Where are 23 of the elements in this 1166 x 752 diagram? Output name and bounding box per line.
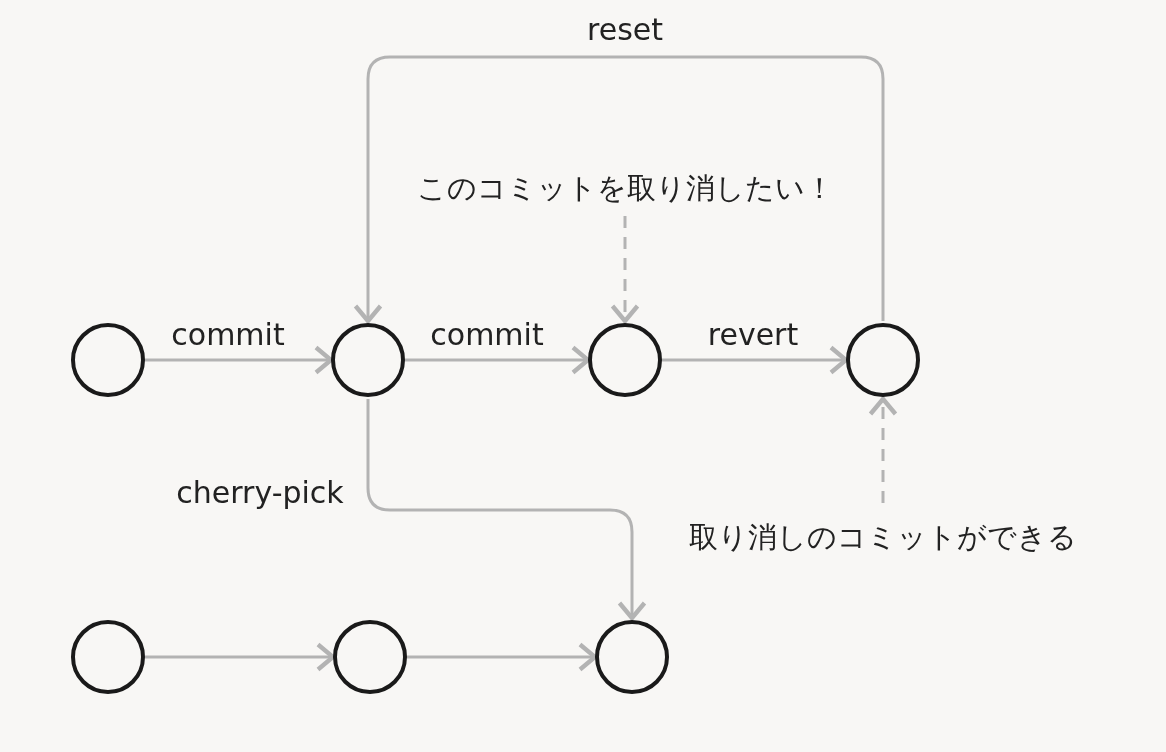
arrow [353,55,885,324]
arrow [407,642,598,672]
arrow [662,345,849,375]
annotation-text: 取り消しのコミットができる [689,519,1077,555]
arrow [366,399,647,621]
edge-label: cherry-pick [176,475,344,511]
commit-circle [71,323,145,397]
commit-circle [595,620,669,694]
commit-circle [588,323,662,397]
commit-circle [333,620,407,694]
arrow [405,345,591,375]
edge-label: commit [430,317,544,353]
edge-label: revert [707,317,799,353]
annotation-text: このコミットを取り消したい！ [416,170,834,206]
arrow [145,642,336,672]
commit-circle [71,620,145,694]
dashed-arrow [868,396,898,503]
dashed-arrow [610,216,640,324]
commit-circle [846,323,920,397]
commit-circle [331,323,405,397]
arrow [145,345,334,375]
edge-label: commit [171,317,285,353]
edge-label: reset [587,12,663,48]
